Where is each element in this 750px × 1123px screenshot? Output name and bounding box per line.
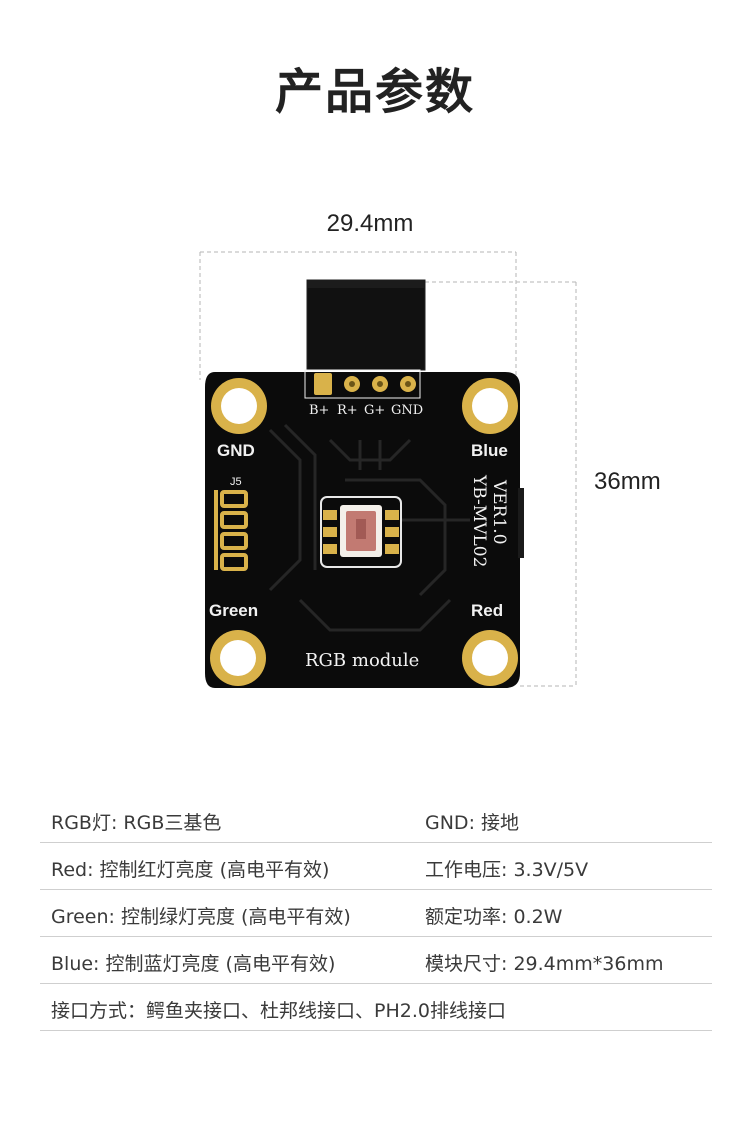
label-red: Red	[471, 601, 503, 620]
label-j5: J5	[230, 476, 242, 488]
spec-row: Red: 控制红灯亮度 (高电平有效) 工作电压: 3.3V/5V	[40, 843, 712, 890]
spec-left: 接口方式：鳄鱼夹接口、杜邦线接口、PH2.0排线接口	[51, 1000, 506, 1022]
label-rgb-module: RGB module	[305, 650, 419, 671]
mounting-hole-bottom-right	[462, 630, 518, 686]
width-dimension-label: 29.4mm	[326, 210, 414, 237]
spec-row: RGB灯: RGB三基色 GND: 接地	[40, 796, 712, 843]
spec-left: Green: 控制绿灯亮度 (高电平有效)	[51, 906, 351, 928]
silkscreen-pin-labels: B+ R+ G+ GND	[309, 403, 423, 418]
product-figure: B+ R+ G+ GND GND Blue Green Red J5 YB-MV…	[199, 251, 577, 688]
spec-right: GND: 接地	[425, 812, 520, 834]
rgb-led	[320, 496, 402, 568]
spec-row: Green: 控制绿灯亮度 (高电平有效) 额定功率: 0.2W	[40, 890, 712, 937]
pcb-traces	[268, 423, 470, 632]
mounting-hole-top-right	[462, 378, 518, 434]
mounting-hole-top-left	[211, 378, 267, 434]
spec-right: 额定功率: 0.2W	[425, 906, 563, 928]
spec-right: 模块尺寸: 29.4mm*36mm	[425, 953, 664, 975]
dimension-guides	[199, 251, 577, 687]
label-blue: Blue	[471, 441, 508, 460]
pin-label: G+	[364, 403, 385, 418]
specs-table: RGB灯: RGB三基色 GND: 接地 Red: 控制红灯亮度 (高电平有效)…	[40, 796, 712, 1031]
pin-label: R+	[337, 403, 358, 418]
spec-row: 接口方式：鳄鱼夹接口、杜邦线接口、PH2.0排线接口	[40, 984, 712, 1031]
mounting-hole-bottom-left	[210, 630, 266, 686]
label-gnd: GND	[217, 441, 255, 460]
label-green: Green	[209, 601, 258, 620]
pin-header-connector	[306, 279, 426, 371]
spec-right: 工作电压: 3.3V/5V	[425, 859, 589, 881]
j5-edge-pads	[214, 490, 248, 571]
spec-left: Red: 控制红灯亮度 (高电平有效)	[51, 859, 330, 881]
label-model: YB-MVL02	[469, 474, 489, 567]
spec-left: RGB灯: RGB三基色	[51, 812, 222, 834]
header-pads	[304, 369, 421, 399]
page-title: 产品参数	[274, 64, 475, 120]
pin-label: B+	[309, 403, 329, 418]
height-dimension-label: 36mm	[594, 468, 661, 495]
pin-label: GND	[391, 403, 423, 418]
spec-left: Blue: 控制蓝灯亮度 (高电平有效)	[51, 953, 336, 975]
spec-row: Blue: 控制蓝灯亮度 (高电平有效) 模块尺寸: 29.4mm*36mm	[40, 937, 712, 984]
label-version: VER1.0	[489, 479, 509, 545]
